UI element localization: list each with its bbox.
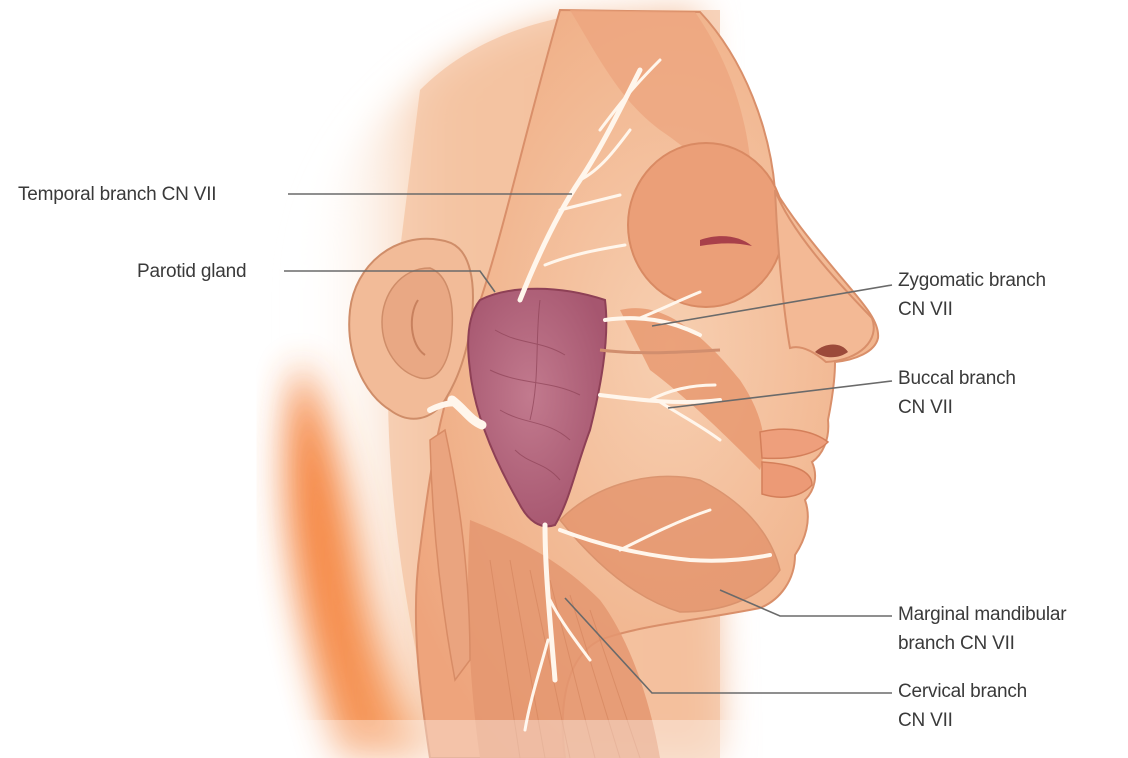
label-zygomatic-line2: CN VII [898,295,1046,324]
label-marginal-line1: Marginal mandibular [898,600,1066,629]
label-buccal-branch: Buccal branch CN VII [898,364,1016,422]
label-buccal-line2: CN VII [898,393,1016,422]
label-temporal-branch: Temporal branch CN VII [18,180,216,209]
label-zygomatic-line1: Zygomatic branch [898,266,1046,295]
label-buccal-line1: Buccal branch [898,364,1016,393]
label-cervical-line1: Cervical branch [898,677,1027,706]
label-parotid-gland: Parotid gland [137,257,246,286]
label-parotid-line1: Parotid gland [137,257,246,286]
label-cervical-branch: Cervical branch CN VII [898,677,1027,735]
label-temporal-line1: Temporal branch CN VII [18,180,216,209]
label-zygomatic-branch: Zygomatic branch CN VII [898,266,1046,324]
label-cervical-line2: CN VII [898,706,1027,735]
orbicularis-oculi [628,143,784,307]
label-marginal-line2: branch CN VII [898,629,1066,658]
label-marginal-mandibular-branch: Marginal mandibular branch CN VII [898,600,1066,658]
